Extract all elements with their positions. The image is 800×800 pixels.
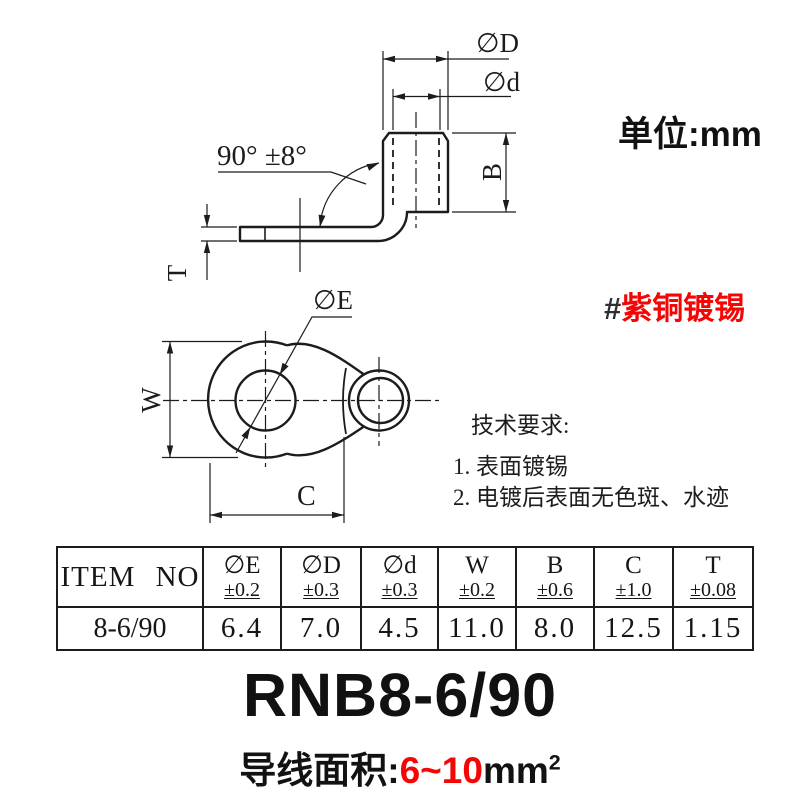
outer-diameter-label: ∅D [476,28,520,58]
value-od: 7.0 [280,606,362,651]
side-view-outline [238,131,450,243]
tech-requirements-title: 技术要求: [471,413,570,438]
tech-requirement-2: 2. 电镀后表面无色斑、水迹 [453,485,729,510]
ring-view-dimensions [162,316,352,523]
value-odd: 4.5 [360,606,439,651]
side-view-arrowheads [203,55,510,253]
value-t: 1.15 [672,606,754,651]
col-header-c: C ±1.0 [593,546,674,608]
value-b: 8.0 [515,606,595,651]
spec-table-data-row: 8-6/90 6.4 7.0 4.5 11.0 8.0 12.5 1.15 [56,606,754,651]
wire-area-unit: mm [482,750,549,791]
col-header-b: B ±0.6 [515,546,595,608]
spec-table-header-row: ITEM NO ∅E ±0.2 ∅D ±0.3 ∅d ±0.3 W ±0.2 B… [56,546,754,608]
material-tag: #紫铜镀锡 [604,293,745,324]
tech-requirement-1: 1. 表面镀锡 [453,454,568,479]
wire-area-range: 6~10 [399,750,483,791]
ring-view-centerlines [163,331,442,470]
ring-view-arrowheads [166,341,344,519]
wire-area-label: 导线面积: [239,750,400,791]
col-header-odd: ∅d ±0.3 [360,546,439,608]
thickness-label: T [161,264,192,282]
wire-area-line: 导线面积:6~10mm2 [0,740,800,794]
barrel-height-label: B [476,163,507,182]
wire-area-superscript: 2 [548,750,561,775]
product-model-title: RNB8-6/90 [242,661,558,729]
item-no-header: ITEM NO [56,546,204,608]
value-c: 12.5 [593,606,674,651]
ring-diameter-label: ∅E [313,285,354,315]
side-view-details [264,112,440,272]
col-header-od: ∅D ±0.3 [280,546,362,608]
col-header-t: T ±0.08 [672,546,754,608]
length-label: C [297,481,316,512]
angle-dimension-label: 90° ±8° [217,140,307,172]
width-label: W [135,387,166,413]
spec-table: ITEM NO ∅E ±0.2 ∅D ±0.3 ∅d ±0.3 W ±0.2 B… [56,546,754,651]
unit-note: 单位:mm [618,115,762,154]
value-oe: 6.4 [202,606,282,651]
value-w: 11.0 [437,606,517,651]
item-no-value: 8-6/90 [56,606,204,651]
col-header-w: W ±0.2 [437,546,517,608]
col-header-oe: ∅E ±0.2 [202,546,282,608]
inner-diameter-label: ∅d [483,67,521,97]
material-name: 紫铜镀锡 [621,291,746,326]
hash-symbol: # [604,291,622,326]
